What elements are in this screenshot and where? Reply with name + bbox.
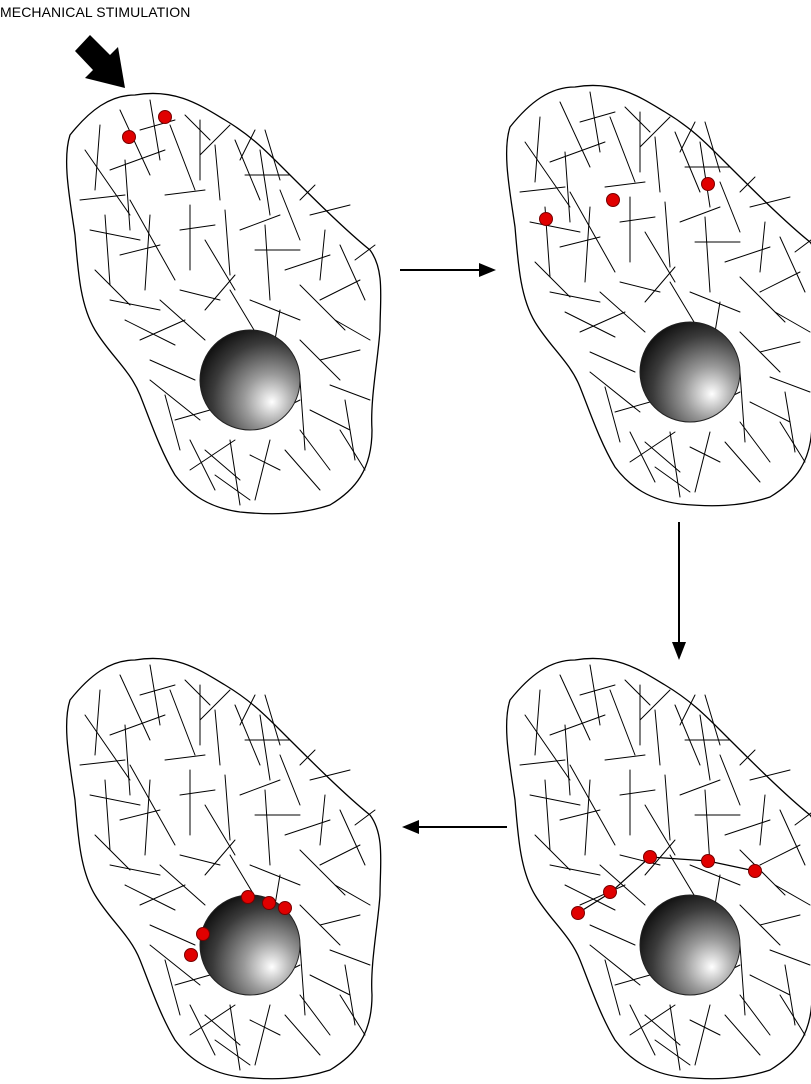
signal-dot — [263, 897, 276, 910]
flow-arrow-left — [402, 820, 507, 834]
signal-dot — [702, 855, 715, 868]
cell-panel-4 — [67, 658, 381, 1078]
stimulation-arrow — [75, 35, 125, 88]
flow-arrow-right — [400, 263, 496, 277]
signal-dot — [749, 865, 762, 878]
signal-dot — [607, 194, 620, 207]
signal-dot — [242, 891, 255, 904]
signal-dot — [279, 902, 292, 915]
signal-dot — [197, 928, 210, 941]
signal-dot — [604, 886, 617, 899]
signal-dot — [159, 111, 172, 124]
signal-dot — [644, 851, 657, 864]
signal-dot — [185, 949, 198, 962]
signal-dot — [123, 131, 136, 144]
signal-dot — [702, 178, 715, 191]
cell-panel-1 — [67, 93, 381, 513]
flow-arrow-down — [672, 522, 686, 660]
cell-panel-3 — [507, 658, 811, 1078]
cell-panel-2 — [507, 85, 811, 505]
signal-dot — [572, 907, 585, 920]
signal-dot — [540, 213, 553, 226]
